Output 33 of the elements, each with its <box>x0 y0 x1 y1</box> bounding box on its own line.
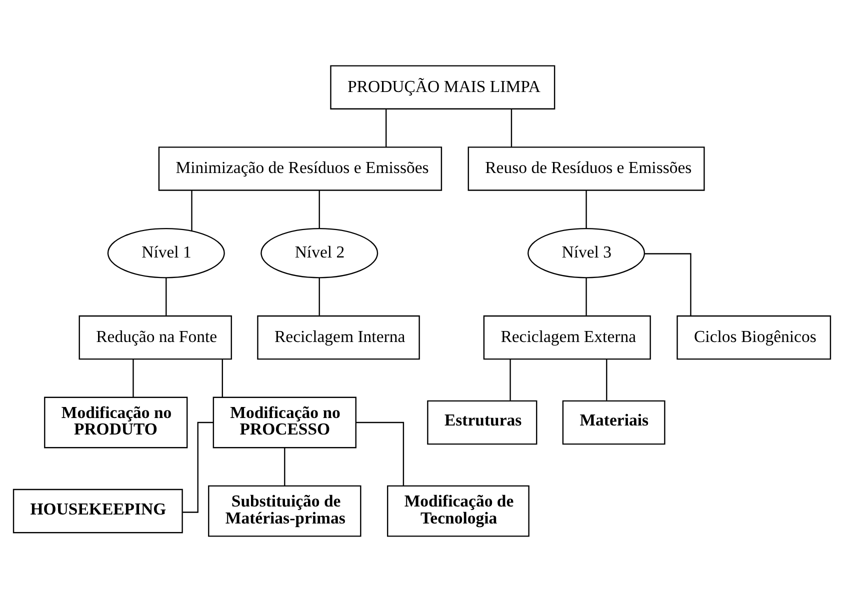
connector <box>318 190 320 228</box>
connector <box>191 190 192 231</box>
connector <box>586 278 587 316</box>
connector <box>510 109 512 147</box>
connector <box>166 278 167 316</box>
node-box: Materiais <box>562 400 666 445</box>
node-box: Reuso de Resíduos e Emissões <box>468 146 705 191</box>
node-box: Reciclagem Interna <box>257 315 420 360</box>
connector <box>284 448 286 486</box>
node-box: Substituição de Matérias-primas <box>208 485 362 537</box>
node-box: Modificação de Tecnologia <box>386 485 530 537</box>
connector <box>132 359 134 398</box>
node-box: Ciclos Biogênicos <box>676 315 832 360</box>
connector <box>586 190 587 228</box>
connector <box>222 359 223 398</box>
node-box: HOUSEKEEPING <box>12 488 183 534</box>
node-box: Modificação no PROCESSO <box>212 396 356 448</box>
node-box: Estruturas <box>427 400 538 445</box>
node-ellipse: Nível 3 <box>528 228 646 278</box>
connector <box>606 359 608 400</box>
connector <box>644 253 692 316</box>
node-ellipse: Nível 2 <box>260 228 378 278</box>
node-box: Redução na Fonte <box>78 315 232 360</box>
node-box: Minimização de Resíduos e Emissões <box>158 146 442 191</box>
connector <box>356 422 404 486</box>
connector <box>182 422 214 513</box>
connector <box>510 359 511 400</box>
node-box: PRODUÇÃO MAIS LIMPA <box>330 65 556 110</box>
node-box: Modificação no PRODUTO <box>44 396 188 448</box>
connector <box>386 109 387 147</box>
node-ellipse: Nível 1 <box>107 228 225 278</box>
node-box: Reciclagem Externa <box>483 315 651 360</box>
connector <box>318 278 320 316</box>
